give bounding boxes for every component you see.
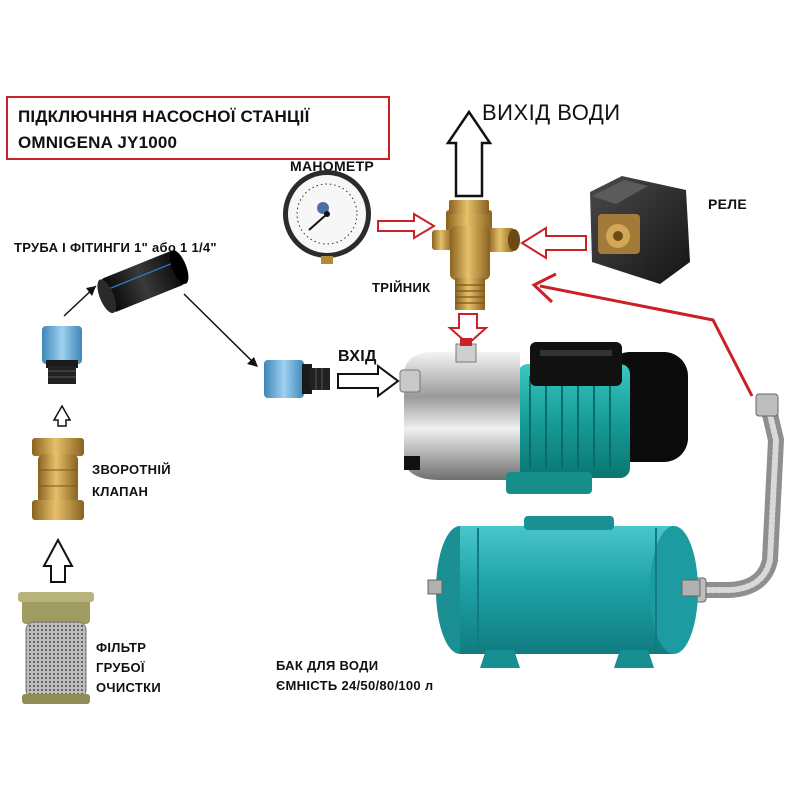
tee-label: ТРІЙНИК: [372, 280, 431, 295]
pipe-to-inlet-fitting-arrow: [183, 293, 258, 367]
inlet-label: ВХІД: [338, 348, 377, 365]
tank-label-1: БАК ДЛЯ ВОДИ: [276, 658, 379, 673]
flexible-hose-icon: [687, 393, 785, 603]
water-out-label: ВИХІД ВОДИ: [482, 100, 621, 125]
hose-to-tee-arrow: [531, 272, 754, 397]
strainer-filter-icon: [18, 592, 94, 704]
pressure-tank-icon: [427, 516, 701, 668]
brass-tee-icon: [432, 200, 520, 310]
filter-label-1: ФІЛЬТР: [96, 640, 147, 655]
relay-to-tee-arrow: [520, 226, 587, 260]
check-valve-to-fitting-arrow: [52, 404, 72, 427]
check-valve-icon: [32, 438, 84, 520]
pressure-switch-icon: [590, 176, 690, 284]
check-valve-label-1: ЗВОРОТНІЙ: [92, 462, 171, 477]
manometer-label: МАНОМЕТР: [290, 158, 375, 174]
check-valve-label-2: КЛАПАН: [92, 484, 149, 499]
filter-to-check-valve-arrow: [42, 537, 74, 583]
diagram-title-box: ПІДКЛЮЧННЯ НАСОСНОЇ СТАНЦІЇ OMNIGENA JY1…: [6, 96, 390, 160]
inlet-pipe-fitting-icon: [264, 360, 330, 398]
relay-label: РЕЛЕ: [708, 196, 748, 212]
water-pump-icon: [399, 338, 688, 494]
water-out-arrow: [445, 109, 493, 198]
fitting-to-pipe-arrow: [63, 285, 97, 317]
pipe-label: ТРУБА І ФІТИНГИ 1" або 1 1/4": [14, 240, 217, 255]
filter-label-3: ОЧИСТКИ: [96, 680, 161, 695]
manometer-to-tee-arrow: [377, 212, 436, 240]
tank-label-2: ЄМНІСТЬ 24/50/80/100 л: [276, 678, 434, 693]
pressure-gauge-icon: [283, 170, 371, 264]
pipe-icon: [97, 250, 189, 314]
pipe-fitting-icon: [42, 326, 82, 384]
diagram-title-line1: ПІДКЛЮЧННЯ НАСОСНОЇ СТАНЦІЇ: [18, 107, 310, 126]
filter-label-2: ГРУБОЇ: [96, 660, 145, 675]
diagram-title-line2: OMNIGENA JY1000: [18, 133, 178, 152]
tee-to-pump-arrow: [447, 313, 489, 346]
inlet-arrow: [337, 364, 400, 398]
